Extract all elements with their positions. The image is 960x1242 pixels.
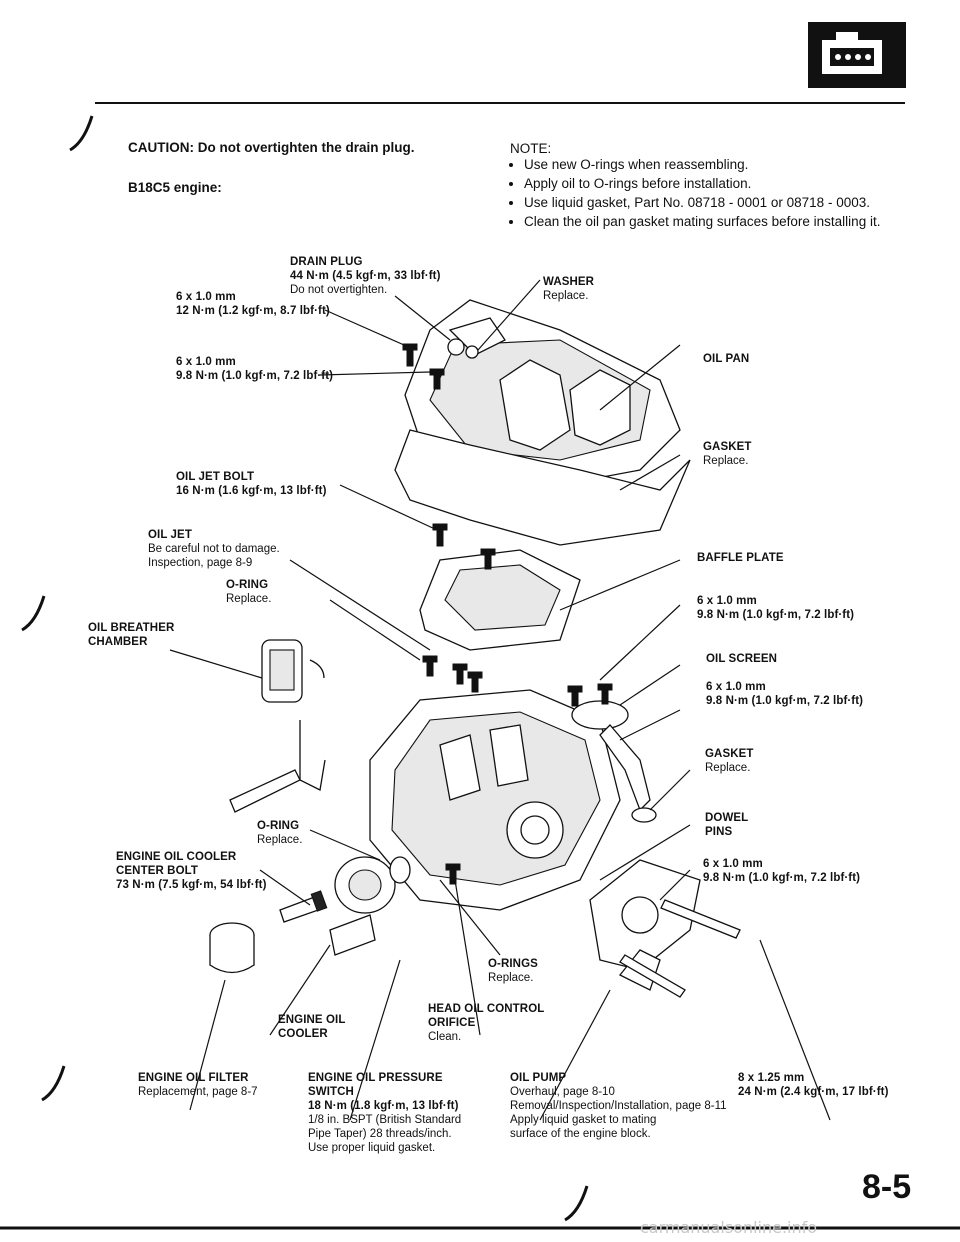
drain-plug-symbol bbox=[447, 338, 465, 356]
note-item: Clean the oil pan gasket mating surfaces… bbox=[524, 214, 905, 230]
oil-cooler-drawing bbox=[329, 856, 411, 956]
note-block: NOTE: Use new O-rings when reassembling.… bbox=[510, 141, 905, 233]
baffle-plate-drawing bbox=[419, 549, 581, 651]
cooler-center-bolt-label: ENGINE OIL COOLER CENTER BOLT 73 N·m (7.… bbox=[116, 851, 267, 891]
bolt-12nm-label: 6 x 1.0 mm 12 N·m (1.2 kgf·m, 8.7 lbf·ft… bbox=[176, 291, 330, 317]
oil-jet-bolt-label: OIL JET BOLT 16 N·m (1.6 kgf·m, 13 lbf·f… bbox=[176, 471, 327, 497]
cooler-bolt-drawing bbox=[279, 890, 328, 923]
oil-filter-drawing bbox=[209, 922, 255, 974]
oil-breather-label: OIL BREATHER CHAMBER bbox=[88, 622, 175, 648]
baffle-plate-label: BAFFLE PLATE bbox=[697, 552, 784, 564]
note-item: Use liquid gasket, Part No. 08718 - 0001… bbox=[524, 195, 905, 211]
bolt-98nm-label-a: 6 x 1.0 mm 9.8 N·m (1.0 kgf·m, 7.2 lbf·f… bbox=[176, 356, 334, 382]
washer-label: WASHER Replace. bbox=[543, 276, 595, 302]
note-item: Use new O-rings when reassembling. bbox=[524, 157, 905, 173]
dowel-pins-label: DOWEL PINS bbox=[705, 812, 749, 838]
washer-symbol bbox=[465, 345, 479, 359]
engine-section-icon bbox=[808, 22, 906, 88]
o-ring-label-1: O-RING Replace. bbox=[226, 579, 272, 605]
bolt-98nm-label-d: 6 x 1.0 mm 9.8 N·m (1.0 kgf·m, 7.2 lbf·f… bbox=[703, 858, 861, 884]
bolt-98nm-label-c: 6 x 1.0 mm 9.8 N·m (1.0 kgf·m, 7.2 lbf·f… bbox=[706, 681, 864, 707]
o-ring-label-2: O-RING Replace. bbox=[257, 820, 303, 846]
oil-pan-gasket-drawing bbox=[394, 429, 691, 546]
drain-plug-label: DRAIN PLUG 44 N·m (4.5 kgf·m, 33 lbf·ft)… bbox=[290, 256, 441, 296]
bolt-symbols bbox=[402, 343, 613, 885]
oil-pressure-switch-label: ENGINE OIL PRESSURE SWITCH 18 N·m (1.8 k… bbox=[308, 1072, 462, 1154]
note-list: Use new O-rings when reassembling. Apply… bbox=[510, 157, 905, 230]
oil-breather-chamber-drawing bbox=[229, 639, 326, 813]
gasket-screen-label: GASKET Replace. bbox=[705, 748, 754, 774]
bolt-98nm-label-b: 6 x 1.0 mm 9.8 N·m (1.0 kgf·m, 7.2 lbf·f… bbox=[697, 595, 855, 621]
gasket-pan-label: GASKET Replace. bbox=[703, 441, 752, 467]
engine-block-drawing bbox=[369, 689, 621, 911]
oil-filter-label: ENGINE OIL FILTER Replacement, page 8-7 bbox=[138, 1072, 258, 1098]
engine-label: B18C5 engine: bbox=[128, 180, 222, 195]
bolt-24nm-label: 8 x 1.25 mm 24 N·m (2.4 kgf·m, 17 lbf·ft… bbox=[738, 1072, 889, 1098]
page-number: 8-5 bbox=[862, 1168, 912, 1206]
pump-bolts-drawing bbox=[619, 899, 741, 998]
oil-jet-label: OIL JET Be careful not to damage. Inspec… bbox=[148, 529, 280, 569]
head-oil-orifice-label: HEAD OIL CONTROL ORIFICE Clean. bbox=[428, 1003, 545, 1043]
leader-lines bbox=[169, 279, 831, 1121]
oil-screen-label: OIL SCREEN bbox=[706, 653, 778, 665]
note-item: Apply oil to O-rings before installation… bbox=[524, 176, 905, 192]
oil-pump-label: OIL PUMP Overhaul, page 8-10 Removal/Ins… bbox=[510, 1072, 727, 1140]
caution-text: CAUTION: Do not overtighten the drain pl… bbox=[128, 140, 415, 155]
o-rings-label: O-RINGS Replace. bbox=[488, 958, 538, 984]
engine-oil-cooler-label: ENGINE OIL COOLER bbox=[278, 1014, 346, 1040]
oil-screen-drawing bbox=[571, 700, 657, 823]
watermark-text: carmanualsonline.info bbox=[640, 1218, 818, 1237]
oil-pan-label: OIL PAN bbox=[703, 353, 750, 365]
check-mark-icon bbox=[21, 115, 589, 1222]
note-title: NOTE: bbox=[510, 141, 552, 156]
